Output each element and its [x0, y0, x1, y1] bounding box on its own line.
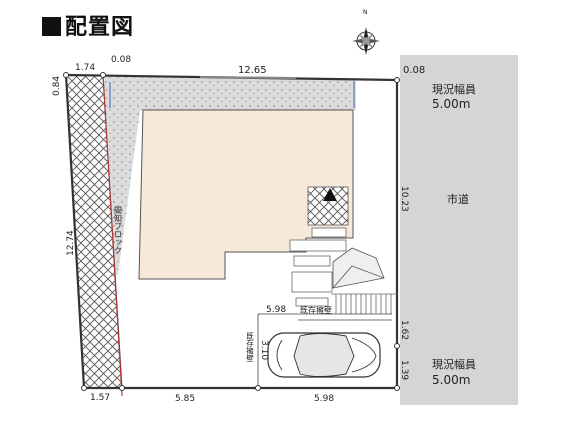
- steps: [289, 227, 347, 307]
- shed-roof: [332, 247, 385, 289]
- road-area: [400, 55, 518, 405]
- stair-lines: [331, 293, 398, 314]
- road-width-bottom-title: 現況幅員: [432, 357, 476, 371]
- top-edge-strip: [199, 76, 297, 79]
- title-text: 配置図: [65, 15, 135, 40]
- compass-icon: [352, 27, 380, 55]
- dim-top-right: 0.08: [403, 65, 425, 76]
- dim-right-side: 10.23: [399, 186, 409, 212]
- road-width-top-title: 現況幅員: [432, 82, 476, 96]
- dim-bottom-mid: 5.85: [175, 394, 195, 404]
- dim-top-main: 12.65: [238, 65, 267, 76]
- entrance-arrow-icon: [323, 188, 337, 201]
- dim-top-left-small: 1.74: [75, 63, 95, 73]
- dim-bottom-left: 1.57: [90, 393, 110, 403]
- shed-roof-ridge: [332, 265, 353, 289]
- title-square-icon: [42, 17, 61, 36]
- garden-area: [103, 75, 356, 275]
- dim-right-lower: 1.62: [399, 320, 409, 340]
- dim-bottom-right: 5.98: [314, 394, 334, 404]
- dim-right-bottom: 1.39: [399, 360, 409, 380]
- dim-parking-width: 5.98: [266, 305, 286, 315]
- road-width-bottom-value: 5.00m: [432, 373, 470, 387]
- shed-roof-ridge-2: [351, 265, 385, 279]
- house-footprint: [138, 109, 354, 280]
- car-icon: [267, 332, 381, 378]
- existing-wall-label-top: 既存擁壁: [300, 305, 332, 315]
- neighbor-fence-label: 間知ブロック: [114, 206, 123, 254]
- compass-north-label: N: [363, 9, 368, 16]
- dim-parking-depth: 3.10: [259, 340, 269, 360]
- dim-top-gap: 0.08: [111, 55, 131, 65]
- survey-line: [102, 74, 123, 397]
- page-title: 配置図: [42, 9, 134, 41]
- dim-left-side: 12.74: [66, 230, 76, 256]
- city-road-label: 市道: [447, 192, 469, 206]
- road-width-top-value: 5.00m: [432, 97, 470, 111]
- entrance-area: [307, 186, 349, 226]
- boundary-markers: [63, 72, 400, 391]
- dim-left-top: 0.84: [52, 76, 62, 96]
- existing-wall-label-left: 既存擁壁: [245, 332, 254, 363]
